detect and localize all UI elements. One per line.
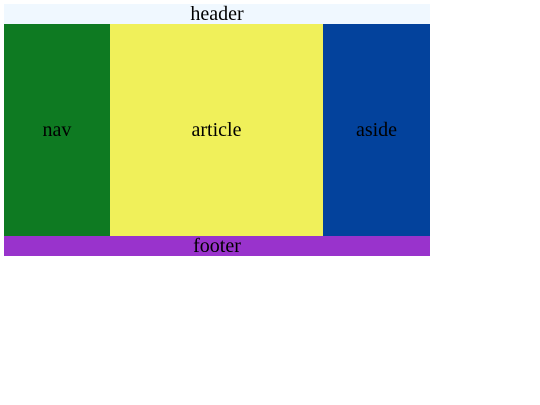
aside-region: aside (323, 24, 430, 236)
nav-label: nav (42, 118, 72, 141)
middle-row: nav article aside (4, 24, 430, 236)
page-layout: header nav article aside footer (4, 4, 430, 256)
header-label: header (190, 3, 244, 25)
header-region: header (4, 4, 430, 24)
nav-region: nav (4, 24, 110, 236)
footer-region: footer (4, 236, 430, 256)
article-region: article (110, 24, 323, 236)
article-label: article (191, 118, 242, 141)
aside-label: aside (355, 118, 398, 141)
footer-label: footer (193, 235, 241, 257)
